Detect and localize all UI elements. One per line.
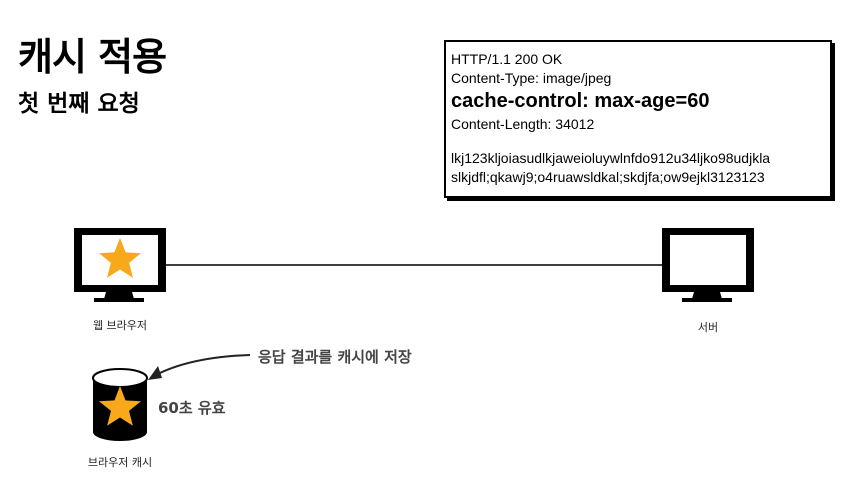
cache-control-header: cache-control: max-age=60	[451, 90, 710, 112]
content-length-header: Content-Length: 34012	[451, 116, 595, 132]
server-label: 서버	[697, 321, 719, 334]
status-line: HTTP/1.1 200 OK	[451, 51, 563, 67]
browser-label: 웹 브라우저	[92, 319, 148, 332]
star-icon	[99, 386, 141, 426]
page-title: 캐시 적용	[18, 35, 167, 79]
response-body-line: lkj123kljoiasudlkjaweioluywlnfdo912u34lj…	[451, 150, 771, 166]
ttl-note: 60초 유효	[158, 399, 226, 417]
http-response-box: HTTP/1.1 200 OK Content-Type: image/jpeg…	[444, 40, 832, 198]
arrowhead-icon	[148, 366, 162, 380]
content-type-header: Content-Type: image/jpeg	[451, 70, 612, 86]
store-note: 응답 결과를 캐시에 저장	[258, 348, 412, 366]
arrow-icon	[151, 354, 251, 378]
server-monitor-icon	[662, 228, 754, 302]
response-body-line: slkjdfl;qkawj9;o4ruawsldkal;skdjfa;ow9ej…	[451, 169, 765, 185]
star-icon	[99, 238, 141, 278]
cache-label: 브라우저 캐시	[87, 456, 153, 469]
page-subtitle: 첫 번째 요청	[18, 91, 140, 117]
